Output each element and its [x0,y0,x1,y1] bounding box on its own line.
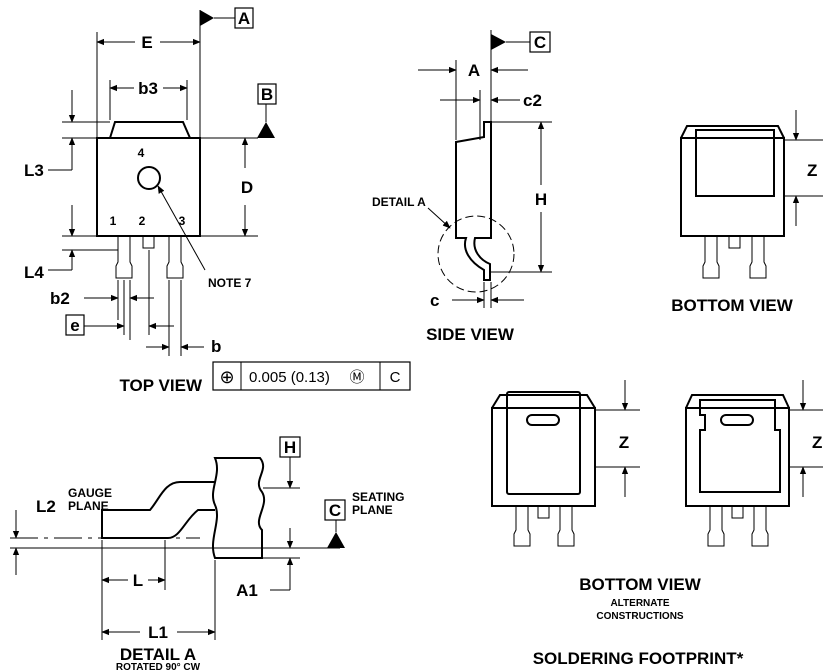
detail-lead-body [212,457,265,559]
pin-4-label: 4 [138,146,145,160]
seating-label: SEATING [352,490,404,504]
bottom-view-title: BOTTOM VIEW [671,296,793,315]
datum-b-box: B [261,85,273,104]
side-view-title: SIDE VIEW [426,325,515,344]
constructions-label: CONSTRUCTIONS [596,611,684,622]
pin-3-label: 3 [179,214,186,228]
datum-c-box: C [534,33,546,52]
dim-z-label: Z [807,161,817,180]
gauge-plane-label: PLANE [68,499,109,513]
tolerance-value: 0.005 (0.13) [249,369,330,386]
dim-l1-label: L1 [148,623,168,642]
tolerance-datum: C [390,369,401,386]
detail-a-ref: DETAIL A [372,195,426,209]
dim-l-label: L [133,571,143,590]
mmc-modifier-icon: Ⓜ [349,369,364,386]
dim-h-box: H [284,438,296,457]
dim-b2-label: b2 [50,289,70,308]
detail-a-title: DETAIL A [120,645,196,664]
seating-plane-label: PLANE [352,503,393,517]
dim-l4-label: L4 [24,263,44,282]
soldering-footprint-title: SOLDERING FOOTPRINT* [533,649,744,668]
alternate-label: ALTERNATE [610,598,669,609]
dim-z-alt1-label: Z [619,433,629,452]
dim-a1-label: A1 [236,581,258,600]
package-body [96,137,201,237]
dim-b3-label: b3 [138,79,158,98]
dim-e-label: E [141,33,152,52]
side-view: C A c2 H DETAIL A c SIDE VIEW [372,30,552,344]
dim-l2-label: L2 [36,497,56,516]
position-symbol-icon: ⊕ [219,367,234,387]
pin-2-label: 2 [139,214,146,228]
top-view-title: TOP VIEW [119,376,202,395]
dim-b-label: b [211,337,221,356]
pin-1-label: 1 [110,214,117,228]
note-7-label: NOTE 7 [208,276,252,290]
dim-c2-label: c2 [523,91,542,110]
detail-a-view: H L2 GAUGE PLANE C SEATING PLANE A1 L [10,436,404,671]
dim-z-alt2-label: Z [812,433,822,452]
dim-e-pitch-box: e [70,316,79,335]
dim-a-label: A [468,61,480,80]
dim-l3-label: L3 [24,161,44,180]
tolerance-frame [212,361,411,391]
gauge-label: GAUGE [68,486,112,500]
dim-c-label: c [430,291,439,310]
rotated-label: ROTATED 90° CW [116,662,201,671]
bottom-view: Z BOTTOM VIEW [671,110,823,315]
bottom-view-alt-title: BOTTOM VIEW [579,575,701,594]
side-profile [455,121,492,281]
datum-a-box: A [238,9,250,28]
dim-d-label: D [241,178,253,197]
top-view: E A b3 4 1 2 3 NOTE 7 L [24,7,411,395]
datum-c-seating-box: C [329,501,341,520]
alternate-bottom-views: Z Z BOTTOM VIEW ALTERNATE CONSTRUCTIONS [491,380,823,622]
dim-h-label: H [535,190,547,209]
